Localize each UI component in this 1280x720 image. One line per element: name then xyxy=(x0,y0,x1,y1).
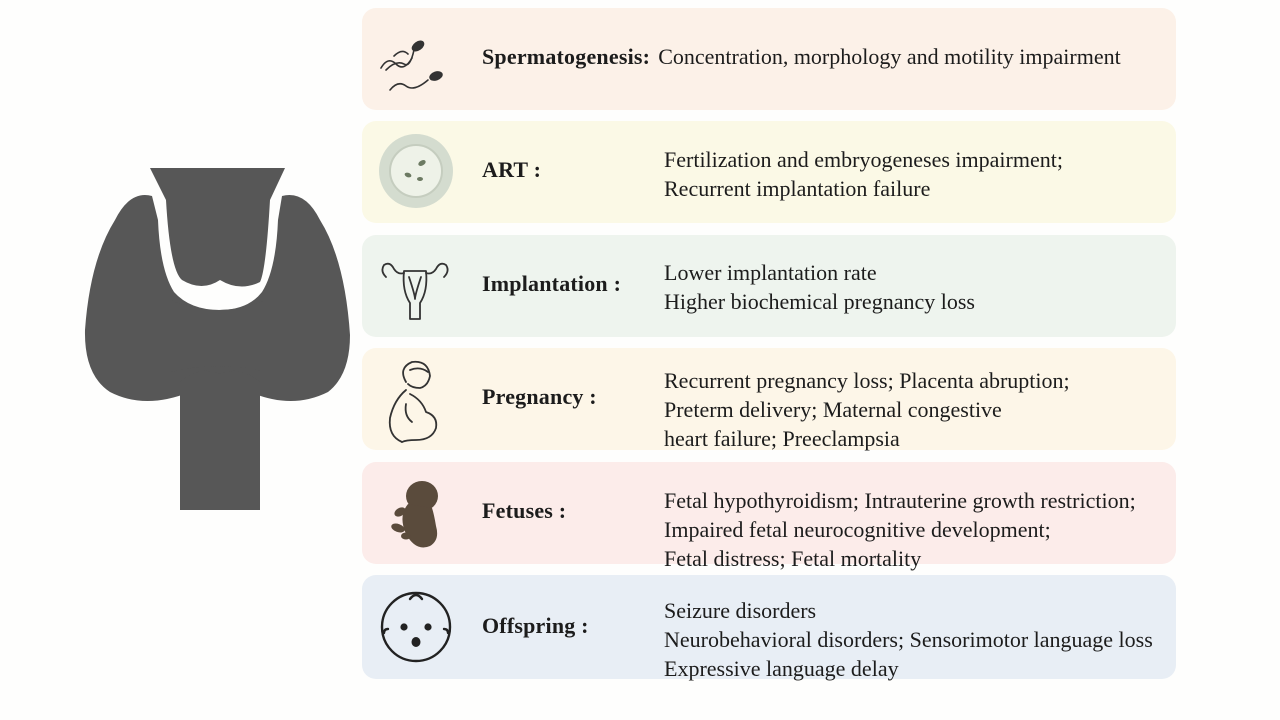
fetuses-card: Fetuses : Fetal hypothyroidism; Intraute… xyxy=(362,462,1176,571)
sperm-icon xyxy=(376,20,454,98)
embryo-cell-icon xyxy=(376,133,454,211)
row-label: Fetuses : xyxy=(482,498,567,523)
row-line: Expressive language delay xyxy=(664,656,899,681)
row-line: Higher biochemical pregnancy loss xyxy=(664,289,975,314)
implantation-card: Implantation : Lower implantation rate H… xyxy=(362,235,1176,337)
spermatogenesis-card: Spermatogenesis: Concentration, morpholog… xyxy=(362,8,1176,110)
row-label: Implantation : xyxy=(482,271,622,296)
thyroid-gland-icon xyxy=(70,160,360,520)
row-line: Recurrent pregnancy loss; Placenta abrup… xyxy=(664,368,1070,393)
row-line: Impaired fetal neurocognitive developmen… xyxy=(664,517,1051,542)
row-line: heart failure; Preeclampsia xyxy=(664,426,900,451)
row-line: Fetal distress; Fetal mortality xyxy=(664,546,922,571)
row-line: Recurrent implantation failure xyxy=(664,176,931,201)
row-line: Preterm delivery; Maternal congestive xyxy=(664,397,1002,422)
row-label: Pregnancy : xyxy=(482,384,597,409)
fetus-icon xyxy=(376,474,454,552)
pregnant-woman-icon xyxy=(376,356,454,444)
row-line: Fetal hypothyroidism; Intrauterine growt… xyxy=(664,488,1136,513)
pregnancy-card: Pregnancy : Recurrent pregnancy loss; Pl… xyxy=(362,348,1176,451)
row-description: Concentration, morphology and motility i… xyxy=(658,44,1121,69)
offspring-card: Offspring : Seizure disorders Neurobehav… xyxy=(362,575,1176,681)
row-label: Offspring : xyxy=(482,613,589,638)
baby-face-icon xyxy=(376,587,454,665)
row-line: Fertilization and embryogeneses impairme… xyxy=(664,147,1063,172)
row-label: ART : xyxy=(482,157,542,182)
row-label: Spermatogenesis: xyxy=(482,44,651,69)
art-card: ART : Fertilization and embryogeneses im… xyxy=(362,121,1176,223)
row-line: Seizure disorders xyxy=(664,598,817,623)
uterus-icon xyxy=(376,247,454,325)
row-line: Lower implantation rate xyxy=(664,260,877,285)
row-line: Neurobehavioral disorders; Sensorimotor … xyxy=(664,627,1153,652)
